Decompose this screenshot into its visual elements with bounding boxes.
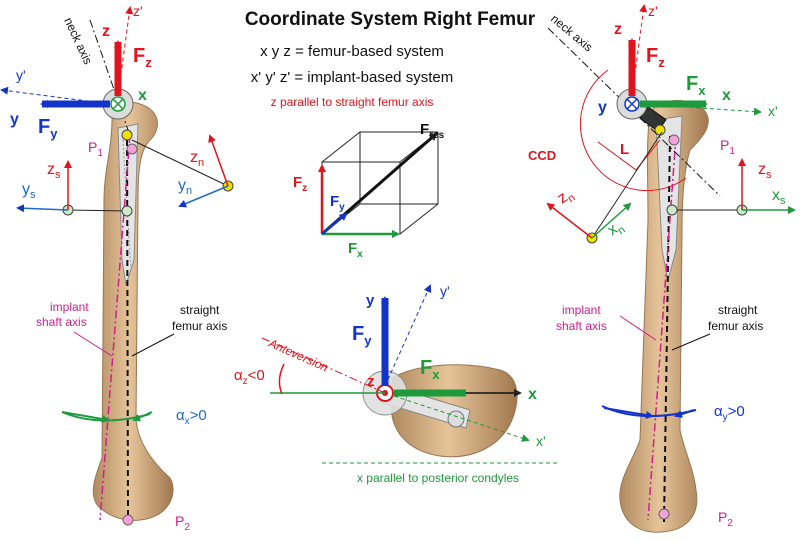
left-yn-axis	[178, 185, 229, 208]
bottom-x-prime-label: x'	[536, 433, 546, 449]
bottom-x-label: x	[528, 386, 537, 403]
right-P1-point	[668, 134, 680, 146]
left-zn-label: zn	[190, 149, 204, 169]
cube-Fx-label: Fx	[348, 240, 363, 260]
left-implant-shaft-axis	[99, 134, 131, 521]
title: Coordinate System Right Femur	[245, 9, 536, 30]
cube-Fz-label: Fz	[293, 174, 307, 194]
right-P2-point	[658, 508, 670, 520]
left-ys-axis	[16, 204, 69, 213]
left-P2-label: P2	[175, 513, 190, 533]
bottom-y-prime-axis	[384, 284, 432, 387]
right-z-prime-axis	[631, 4, 648, 97]
cube-Fres-label: Fres	[420, 121, 445, 141]
left-ys-label: ys	[22, 181, 36, 201]
bottom-alpha-arc	[278, 363, 285, 395]
bottom-anteversion-label: Anteversion	[266, 336, 331, 375]
left-alpha-label: αx>0	[176, 407, 207, 427]
right-Fz-label: Fz	[646, 45, 665, 70]
bottom-alpha-label: αz<0	[234, 367, 265, 387]
right-neck-axis-label: neck axis	[548, 12, 595, 55]
bottom-y-label: y	[366, 292, 375, 309]
left-x-label: x	[138, 87, 147, 104]
right-x-prime-label: x'	[768, 103, 778, 119]
right-s-point-bone	[666, 204, 678, 216]
cube-Fy-vector	[321, 212, 348, 235]
right-xn-label: xn	[605, 217, 628, 241]
right-zn-axis	[546, 202, 593, 239]
left-neck-axis-label: neck axis	[61, 15, 95, 66]
left-femur-bone	[92, 101, 174, 521]
legend-femur-system: x y z = femur-based system	[260, 43, 444, 60]
bottom-x-prime-axis	[393, 395, 530, 442]
bottom-Fx-label: Fx	[420, 357, 440, 382]
right-z-prime-label: z'	[648, 3, 658, 19]
right-straight-axis-label: straight femur axis	[708, 303, 763, 333]
left-zn-axis	[208, 134, 229, 187]
right-x-prime-axis	[639, 103, 762, 116]
right-xs-label: xs	[772, 187, 786, 207]
left-s-point-bone	[121, 205, 133, 217]
bottom-anteversion-line	[261, 337, 386, 394]
right-xn-axis	[591, 202, 632, 239]
bottom-anteversion-panel: Anteversion αz<0 y y' Fy Fx x x' z x par…	[234, 283, 560, 485]
left-yn-label: yn	[178, 177, 192, 197]
left-straight-femur-axis	[126, 129, 129, 523]
right-yellow-point-top	[654, 124, 666, 136]
right-Fx-label: Fx	[686, 73, 706, 98]
right-implant-axis-label: implant shaft axis	[556, 303, 607, 333]
left-P1-label: P1	[88, 139, 103, 159]
left-implant-axis-label: implant shaft axis	[36, 300, 92, 329]
right-ccd-label: CCD	[528, 148, 556, 163]
bottom-Fy-label: Fy	[352, 323, 372, 348]
left-P2-point	[122, 514, 134, 526]
force-cube: Fres Fz Fy Fx	[293, 121, 445, 260]
legend-z-parallel: z parallel to straight femur axis	[271, 95, 434, 109]
right-P1-label: P1	[720, 137, 735, 157]
left-y-prime-label: y'	[16, 67, 26, 83]
left-yellow-point-top	[121, 129, 133, 141]
right-L-label: L	[620, 141, 629, 158]
right-zs-label: zs	[758, 161, 772, 181]
right-femur-panel: neck axis z z' Fz x x' Fx y CCD L P1	[528, 3, 796, 533]
right-z-label: z	[614, 21, 622, 38]
right-femur-bone	[619, 99, 709, 533]
left-z-label: z	[102, 23, 110, 40]
left-straight-axis-label: straight femur axis	[172, 303, 227, 333]
bottom-y-prime-label: y'	[440, 283, 450, 299]
right-ccd-arc	[579, 69, 687, 192]
left-y-label: y	[10, 111, 19, 128]
right-P2-label: P2	[718, 509, 733, 529]
right-alpha-label: αy>0	[714, 403, 745, 423]
right-x-label: x	[722, 87, 731, 104]
right-implant-shaft-axis	[647, 135, 677, 521]
left-z-prime-axis	[117, 6, 134, 97]
bottom-z-label: z	[367, 373, 375, 390]
cube-Fy-label: Fy	[330, 193, 345, 213]
left-Fy-label: Fy	[38, 116, 58, 141]
left-zs-label: zs	[47, 161, 61, 181]
legend-implant-system: x' y' z' = implant-based system	[251, 69, 453, 86]
right-y-label: y	[598, 99, 607, 116]
left-P1-point	[126, 143, 138, 155]
right-straight-femur-axis	[663, 135, 671, 523]
left-z-prime-label: z'	[133, 3, 143, 19]
right-zn-label: zn	[555, 185, 578, 209]
right-L-bracket	[597, 139, 661, 171]
bottom-condyles-label: x parallel to posterior condyles	[357, 471, 519, 485]
left-femur-panel: neck axis z z' Fz y y' Fy x P1 zn yn	[0, 3, 234, 533]
left-Fz-label: Fz	[133, 45, 152, 70]
